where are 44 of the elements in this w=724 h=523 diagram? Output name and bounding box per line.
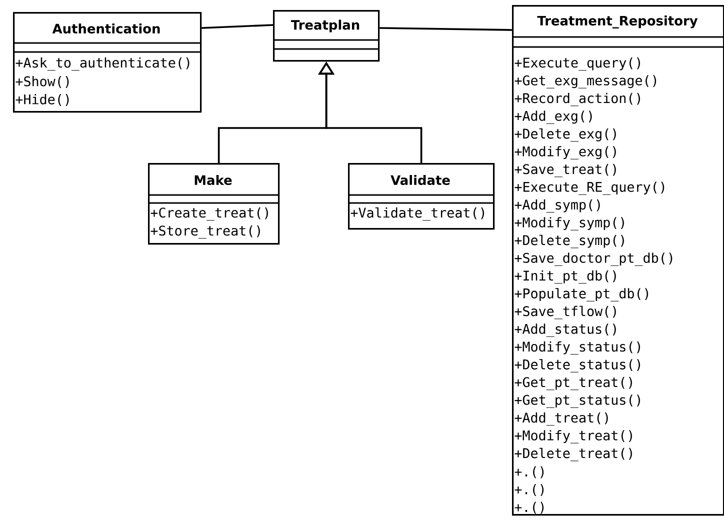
method-name: +Delete_symp() [514,234,624,248]
method-name: +Validate_treat() [350,207,484,221]
method-name: +Save_treat() [514,164,616,178]
class-box [148,163,280,245]
method-name: +Init_pt_db() [514,270,616,284]
method-name: +Delete_treat() [514,448,632,462]
method-name: +Save_tflow() [514,306,616,320]
class-name: Treatplan [290,20,360,32]
method-name: +Get_exg_message() [514,75,656,88]
class-name: Authentication [52,23,160,34]
class-name: Make [194,174,232,185]
method-name: +Delete_exg() [514,128,616,142]
method-name: +Get_pt_status() [514,394,640,408]
method-name: +Save_doctor_pt_db() [514,252,672,266]
association-line [380,27,512,31]
method-name: +Modify_status() [514,341,640,355]
method-name: +.() [514,484,544,496]
method-name: +.() [514,502,544,514]
class-name: Validate [390,174,450,185]
method-name: +Delete_status() [514,359,640,372]
method-name: +Add_treat() [514,412,608,426]
class-box [512,5,724,516]
method-name: +Show() [16,76,69,88]
method-name: +Create_treat() [150,207,268,221]
method-name: +Get_pt_treat() [514,376,632,390]
method-name: +Execute_query() [514,57,640,71]
method-name: +Execute_RE_query() [514,182,664,195]
method-name: +Populate_pt_db() [514,288,648,302]
class-box [13,12,202,113]
method-name: +Add_symp() [514,199,600,213]
method-name: +.() [514,466,544,478]
method-name: +Modify_exg() [514,146,616,160]
class-box [348,163,495,230]
class-name: Treatment_Repository [537,16,698,28]
method-name: +Modify_symp() [514,217,624,230]
method-name: +Hide() [16,94,69,106]
class-box [273,10,380,62]
method-name: +Ask_to_authenticate() [16,57,190,71]
method-name: +Modify_treat() [514,430,632,444]
method-name: +Record_action() [514,92,640,106]
method-name: +Store_treat() [150,225,260,239]
association-line [202,24,274,29]
method-name: +Add_exg() [514,110,592,124]
method-name: +Add_status() [514,324,616,337]
